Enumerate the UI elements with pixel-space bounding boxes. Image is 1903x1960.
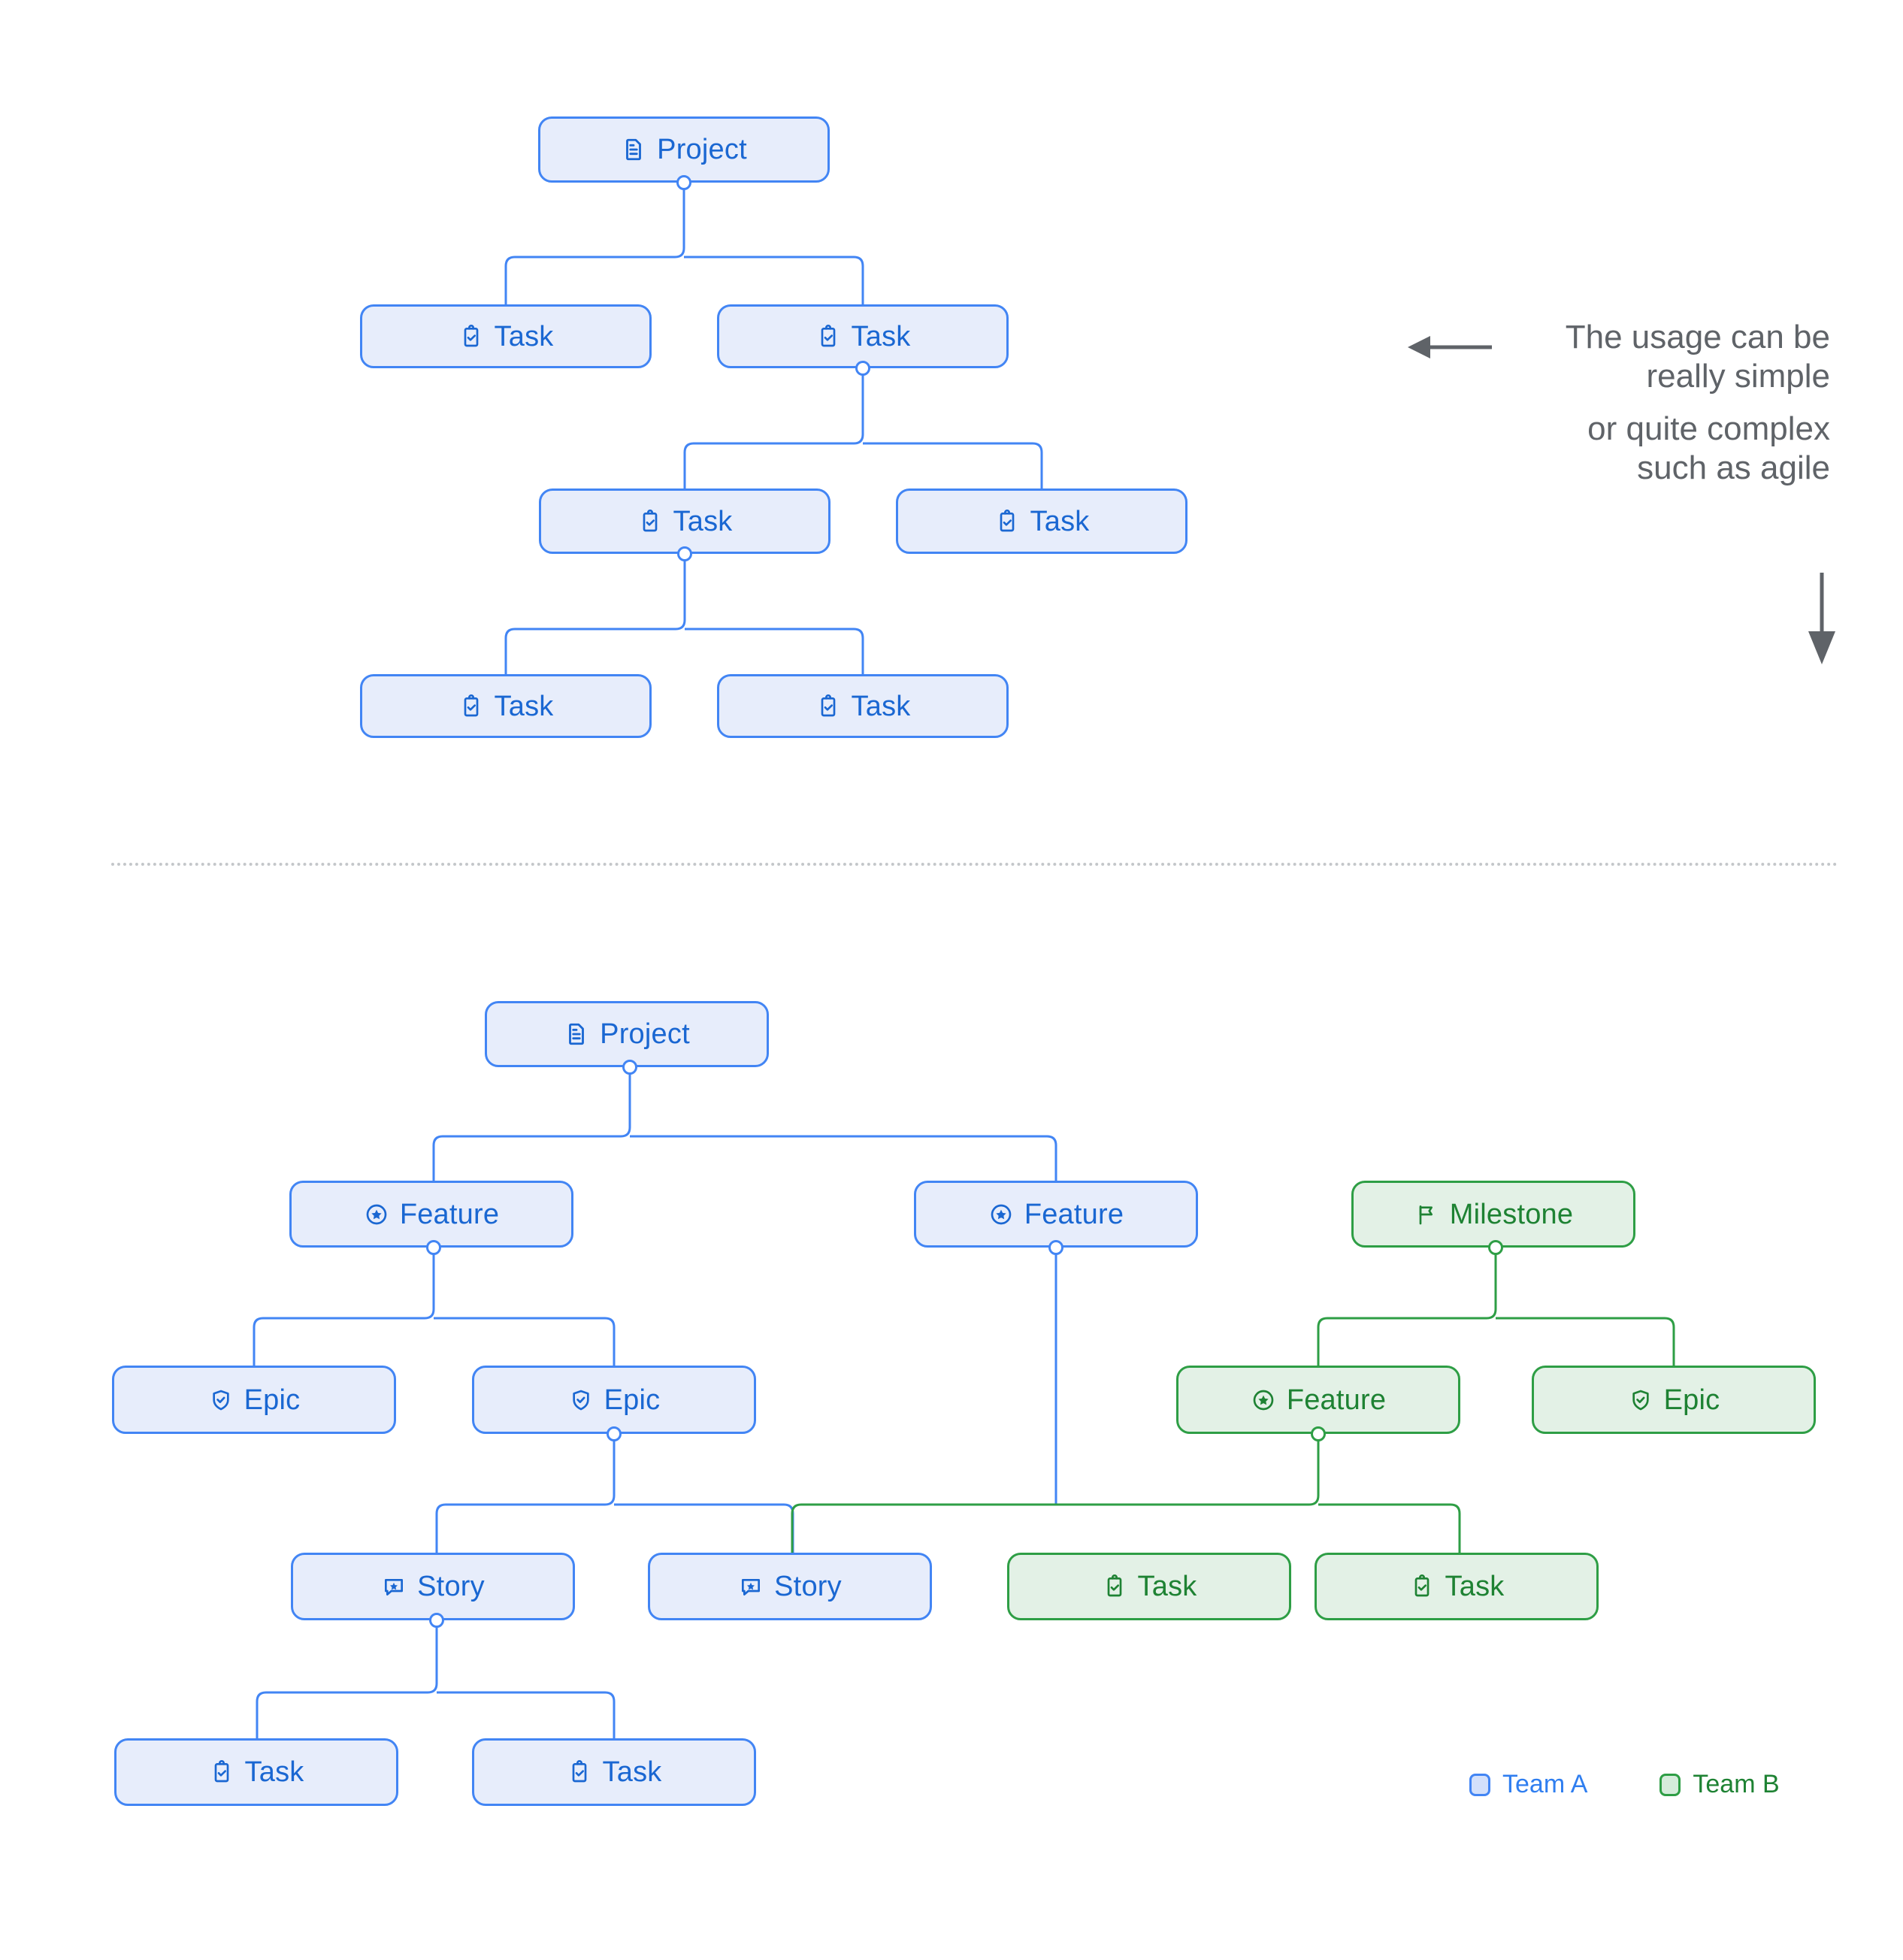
- node-label: Task: [1030, 505, 1090, 537]
- node-anchor-dot: [429, 1613, 444, 1628]
- comment-star-icon: [738, 1574, 764, 1599]
- node-label: Task: [673, 505, 733, 537]
- node-label: Feature: [1024, 1198, 1124, 1230]
- node-label: Story: [774, 1571, 842, 1602]
- comment-star-icon: [381, 1574, 407, 1599]
- node-anchor-dot: [677, 546, 692, 561]
- annotation-text: The usage can be really simple or quite …: [1428, 318, 1830, 488]
- clipboard-check-icon: [567, 1759, 592, 1785]
- document-icon: [621, 137, 646, 162]
- star-circle-icon: [1251, 1387, 1276, 1413]
- document-icon: [564, 1021, 589, 1047]
- node-label: Task: [1445, 1571, 1505, 1602]
- node-task-bottom-1[interactable]: Task: [1007, 1553, 1291, 1620]
- star-circle-icon: [988, 1202, 1014, 1227]
- clipboard-check-icon: [815, 694, 841, 719]
- annotation-line-4: such as agile: [1637, 449, 1830, 486]
- legend-swatch-icon: [1469, 1773, 1490, 1796]
- node-label: Task: [851, 690, 911, 722]
- node-label: Epic: [244, 1384, 301, 1416]
- node-project-bottom[interactable]: Project: [485, 1001, 769, 1067]
- annotation-line-3: or quite complex: [1587, 410, 1830, 447]
- team-legend: Team A Team B: [1469, 1770, 1780, 1799]
- clipboard-check-icon: [209, 1759, 234, 1785]
- clipboard-check-icon: [458, 324, 484, 349]
- node-task-bottom-3[interactable]: Task: [114, 1738, 398, 1806]
- legend-item-team-b[interactable]: Team B: [1659, 1770, 1780, 1799]
- node-label: Feature: [399, 1198, 500, 1230]
- node-label: Task: [851, 320, 911, 352]
- node-task-top-5[interactable]: Task: [360, 674, 652, 738]
- node-label: Project: [657, 134, 747, 165]
- legend-label: Team B: [1693, 1770, 1780, 1798]
- node-task-top-6[interactable]: Task: [717, 674, 1009, 738]
- legend-item-team-a[interactable]: Team A: [1469, 1770, 1587, 1799]
- node-label: Feature: [1286, 1384, 1387, 1416]
- node-feature-bottom-1[interactable]: Feature: [289, 1181, 573, 1248]
- node-label: Task: [602, 1756, 662, 1788]
- node-milestone[interactable]: Milestone: [1351, 1181, 1635, 1248]
- node-label: Task: [494, 690, 554, 722]
- node-anchor-dot: [607, 1426, 622, 1441]
- annotation-line-2: really simple: [1646, 357, 1830, 395]
- node-anchor-dot: [1311, 1426, 1326, 1441]
- clipboard-check-icon: [1102, 1574, 1127, 1599]
- clipboard-check-icon: [994, 509, 1020, 534]
- node-anchor-dot: [622, 1060, 637, 1075]
- node-anchor-dot: [426, 1240, 441, 1255]
- node-task-bottom-2[interactable]: Task: [1315, 1553, 1599, 1620]
- node-project-top[interactable]: Project: [538, 116, 830, 183]
- annotation-line-1: The usage can be: [1565, 319, 1830, 355]
- shield-check-icon: [208, 1387, 234, 1413]
- node-anchor-dot: [855, 361, 870, 376]
- star-circle-icon: [364, 1202, 389, 1227]
- node-label: Project: [600, 1018, 690, 1050]
- node-label: Milestone: [1449, 1198, 1574, 1230]
- clipboard-check-icon: [458, 694, 484, 719]
- node-story-2[interactable]: Story: [648, 1553, 932, 1620]
- node-label: Story: [417, 1571, 485, 1602]
- legend-swatch-icon: [1659, 1773, 1681, 1796]
- node-anchor-dot: [1048, 1240, 1063, 1255]
- legend-label: Team A: [1502, 1770, 1588, 1798]
- node-label: Epic: [604, 1384, 661, 1416]
- clipboard-check-icon: [637, 509, 663, 534]
- node-label: Task: [1137, 1571, 1197, 1602]
- node-anchor-dot: [1488, 1240, 1503, 1255]
- flag-icon: [1414, 1202, 1439, 1227]
- node-label: Epic: [1663, 1384, 1720, 1416]
- clipboard-check-icon: [1409, 1574, 1435, 1599]
- node-label: Task: [244, 1756, 304, 1788]
- shield-check-icon: [1628, 1387, 1653, 1413]
- node-task-top-4[interactable]: Task: [896, 488, 1187, 554]
- node-feature-bottom-2[interactable]: Feature: [914, 1181, 1198, 1248]
- node-epic-bottom-2[interactable]: Epic: [472, 1366, 756, 1434]
- node-feature-bottom-3[interactable]: Feature: [1176, 1366, 1460, 1434]
- shield-check-icon: [568, 1387, 594, 1413]
- node-epic-bottom-3[interactable]: Epic: [1532, 1366, 1816, 1434]
- node-task-top-3[interactable]: Task: [539, 488, 830, 554]
- node-task-bottom-4[interactable]: Task: [472, 1738, 756, 1806]
- node-story-1[interactable]: Story: [291, 1553, 575, 1620]
- node-task-top-2[interactable]: Task: [717, 304, 1009, 368]
- node-task-top-1[interactable]: Task: [360, 304, 652, 368]
- section-divider: [111, 863, 1838, 866]
- node-anchor-dot: [676, 175, 691, 190]
- node-label: Task: [494, 320, 554, 352]
- clipboard-check-icon: [815, 324, 841, 349]
- node-epic-bottom-1[interactable]: Epic: [112, 1366, 396, 1434]
